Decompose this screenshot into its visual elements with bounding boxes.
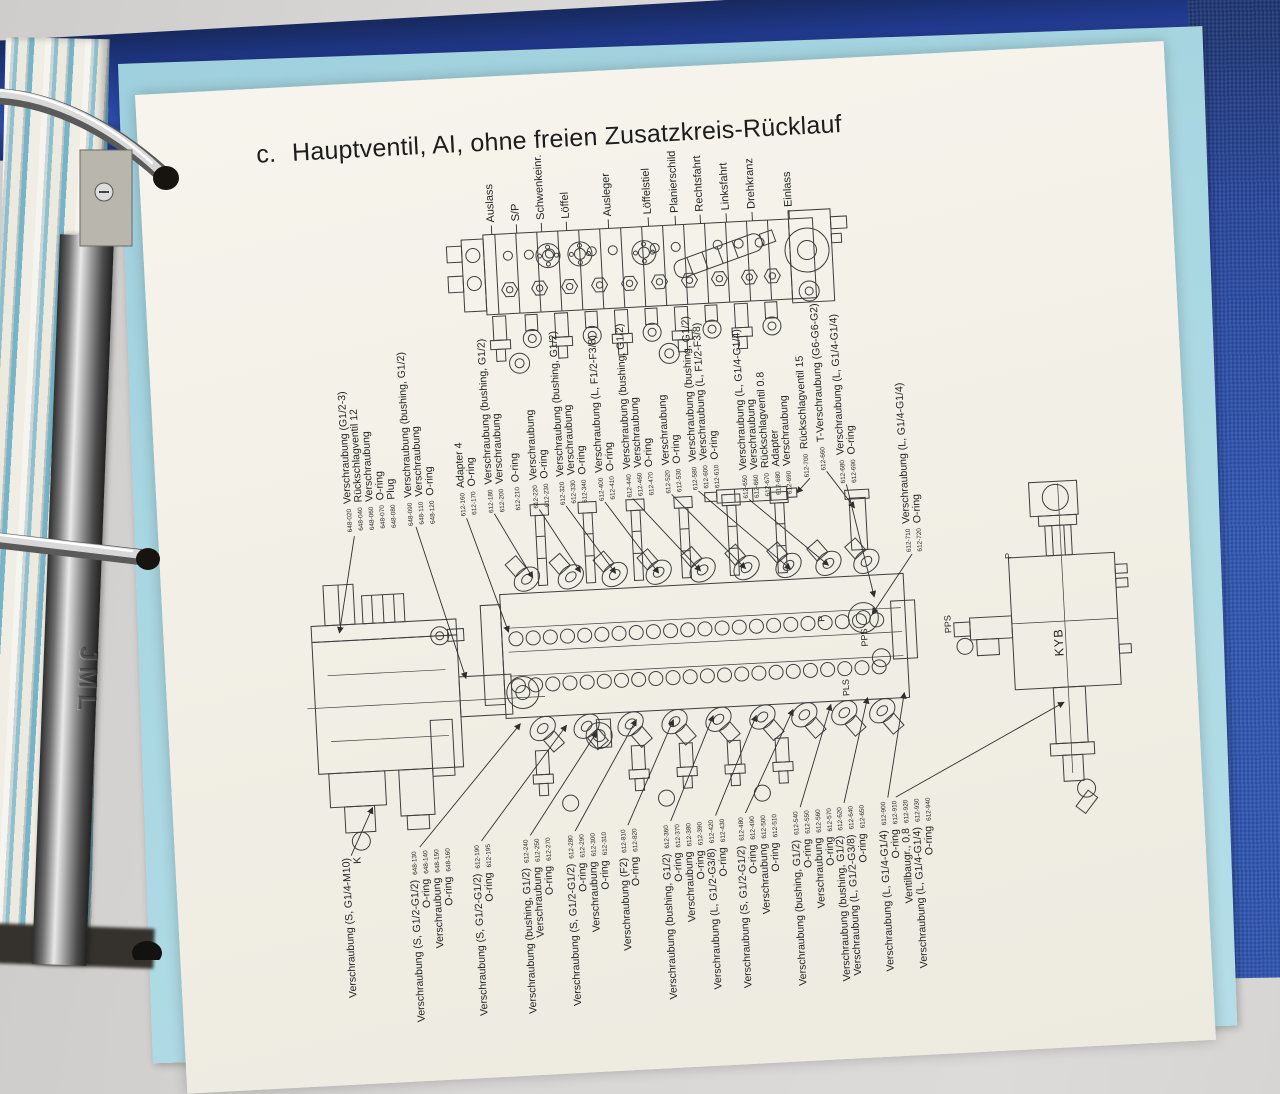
section-label: Planierschild xyxy=(666,150,681,213)
part-label: K xyxy=(351,857,363,865)
port-label: PPS xyxy=(859,628,870,647)
part-label: Verschraubung (S, G1/4-M10) xyxy=(340,858,359,999)
port-labels: P PPS PLS P PPS KYB xyxy=(813,550,1068,697)
diagonal-fitting xyxy=(672,227,777,280)
part-label: O-ring612-270 xyxy=(541,837,556,896)
port-label: PLS xyxy=(841,679,852,697)
port-label: PPS xyxy=(942,615,953,634)
part-label: O-ring612-195 xyxy=(481,843,496,902)
valve-bank-top-view xyxy=(445,208,853,377)
title-prefix: c. xyxy=(256,140,277,169)
part-label: 612-680Verschraubung (L, G1/4-G1/4) xyxy=(827,314,848,484)
part-label: Verschraubung (bushing, G1/2)612-360 xyxy=(659,825,680,1000)
section-label: Einlass xyxy=(781,171,795,208)
part-labels-upper: 648-020Verschraubung (G1/2-3)648-040Rück… xyxy=(332,298,924,581)
part-label: 612-400Verschraubung (L, F1/2-F3/8) xyxy=(586,335,607,502)
section-label: Löffel xyxy=(559,192,572,219)
part-label: O-ring648-160 xyxy=(440,847,455,906)
part-label: O-ring612-310 xyxy=(597,831,612,890)
part-label: Verschraubung (S, G1/2-G1/2)612-480 xyxy=(734,817,755,989)
valve-bank-front-view xyxy=(424,480,925,818)
part-label: 612-210O-ring xyxy=(508,453,523,511)
section-label: Ausleger xyxy=(600,172,614,216)
part-label: 612-660T-Verschraubung (G6-G6-G2) xyxy=(808,303,829,471)
part-label: Verschraubung (S, G1/2-G1/2)612-280 xyxy=(563,835,584,1007)
part-label: O-ring612-510 xyxy=(767,813,782,872)
section-label: Auslass xyxy=(483,183,497,223)
part-label: Verschraubung (L, G1/4-G1/4)612-900 xyxy=(876,801,897,972)
section-label: S/P xyxy=(509,203,522,221)
part-labels-lower: Verschraubung (S, G1/4-M10)K Verschraubun… xyxy=(339,797,943,1026)
section-label: Rechtsfahrt xyxy=(691,155,706,212)
section-label: Schwenkeinr. xyxy=(532,154,547,220)
part-label: Verschraubung (L, G1/2-G3/8)612-420 xyxy=(704,819,725,990)
valve-side-view-left xyxy=(301,575,553,853)
part-label: O-ring612-430 xyxy=(715,818,730,877)
manual-page: c.Hauptventil, AI, ohne freien Zusatzkre… xyxy=(135,41,1216,1094)
part-label: O-ring612-940 xyxy=(921,797,936,856)
part-label: Verschraubung (S, G1/2-G1/2)612-190 xyxy=(470,844,491,1016)
kyb-valve-unit xyxy=(947,478,1140,820)
port-label: P xyxy=(1003,553,1013,560)
port-label: P xyxy=(816,616,826,623)
part-label: O-ring612-820 xyxy=(627,828,642,887)
part-label: O-ring612-650 xyxy=(855,804,870,863)
leader-lines xyxy=(332,460,1070,856)
port-label: KYB xyxy=(1051,628,1066,657)
section-label: Linksfahrt xyxy=(717,162,731,210)
binder-brand-embossing: JML xyxy=(71,646,105,717)
part-label: Verschraubung (S, G1/2-G1/2)648-130 xyxy=(407,851,428,1023)
section-label: Löffelstiel xyxy=(640,168,654,215)
photo-of-manual-page: { "photo":{"desk_color":"#d8d6d4","binde… xyxy=(0,0,1280,960)
part-label: 612-710Verschraubung (L, G1/4-G1/4) xyxy=(893,382,914,552)
section-label: Drehkranz xyxy=(743,158,758,209)
part-label: 612-700Rückschlagventil 15 xyxy=(794,355,812,477)
